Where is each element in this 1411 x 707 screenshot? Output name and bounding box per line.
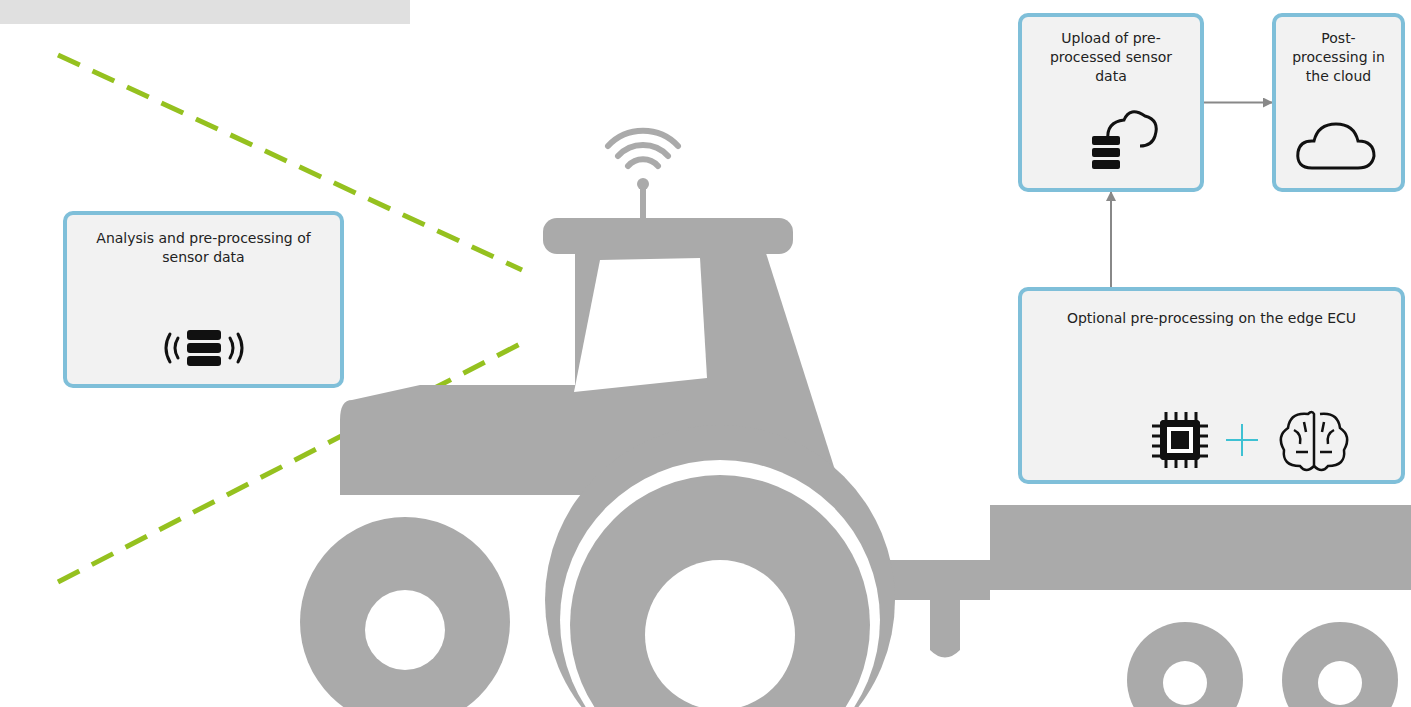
tractor-body bbox=[300, 178, 1411, 707]
server-signal-icon bbox=[166, 330, 242, 366]
plus-sign bbox=[1226, 424, 1258, 456]
flow-arrow bbox=[1204, 102, 1272, 104]
cloud-upload-icon bbox=[1092, 112, 1156, 169]
sensor-analysis-box: Analysis and pre-processing of sensor da… bbox=[63, 211, 344, 388]
flow-arrow bbox=[1110, 192, 1112, 287]
trailer-hub bbox=[1318, 661, 1362, 705]
trailer-wheel bbox=[1127, 622, 1243, 707]
front-wheel bbox=[300, 517, 510, 707]
box-label: Analysis and pre-processing of sensor da… bbox=[77, 229, 330, 267]
trailer-wheel-gap bbox=[1117, 612, 1253, 707]
cab-roof bbox=[543, 218, 793, 254]
front-hub bbox=[365, 590, 445, 670]
cloud-processing-box: Post-processing in the cloud bbox=[1272, 13, 1405, 192]
trailer-wheel-gap bbox=[1272, 612, 1408, 707]
box-label: Optional pre-processing on the edge ECU bbox=[1032, 309, 1391, 328]
trailer-wheel bbox=[1282, 622, 1398, 707]
edge-ecu-box: Optional pre-processing on the edge ECU bbox=[1018, 287, 1405, 484]
header-bar bbox=[0, 0, 410, 24]
sensor-field-line bbox=[58, 55, 522, 270]
wifi-symbol bbox=[608, 131, 678, 166]
trailer-hub bbox=[1163, 661, 1207, 705]
box-label: Post-processing in the cloud bbox=[1286, 29, 1391, 86]
antenna-tip bbox=[637, 178, 649, 190]
cloud-icon bbox=[1298, 124, 1374, 168]
processor-chip-icon bbox=[1152, 412, 1208, 468]
brain-icon bbox=[1281, 412, 1347, 470]
rear-hub bbox=[645, 560, 795, 707]
rear-wheel bbox=[570, 475, 870, 707]
box-label: Upload of pre-processed sensor data bbox=[1032, 29, 1190, 86]
cab-window bbox=[574, 258, 707, 392]
upload-box: Upload of pre-processed sensor data bbox=[1018, 13, 1204, 192]
wheel-gap bbox=[560, 460, 880, 707]
trailer-bed bbox=[990, 505, 1411, 590]
